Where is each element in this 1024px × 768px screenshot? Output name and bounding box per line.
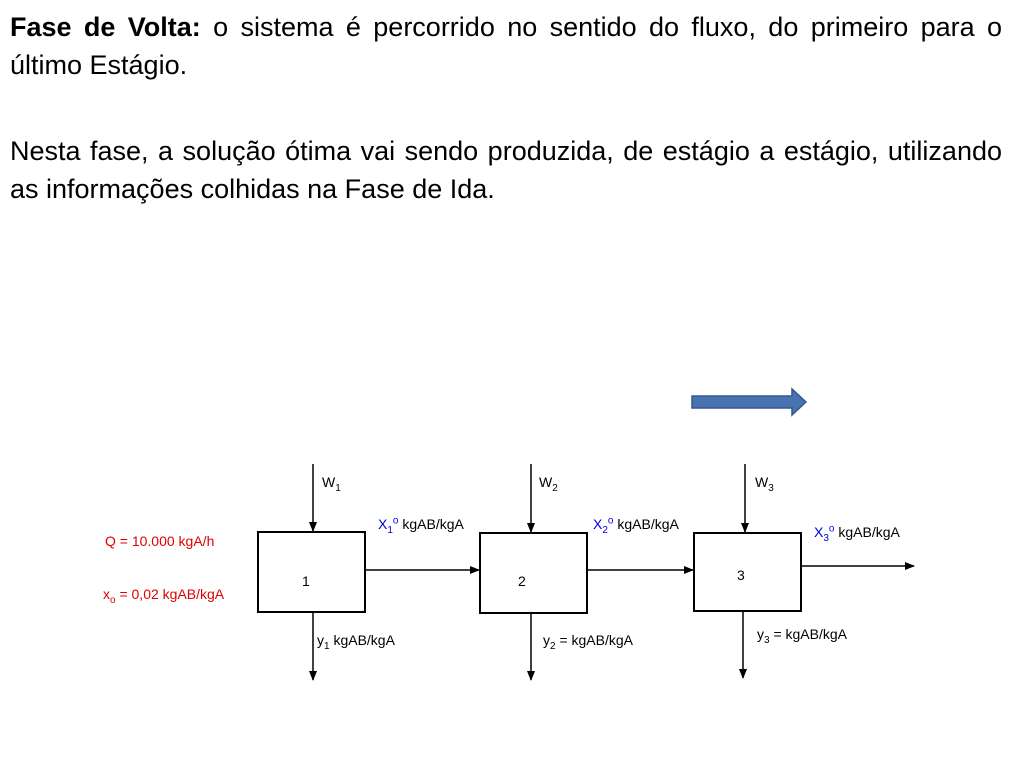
w2-var: W <box>539 474 553 490</box>
y1-sub: 1 <box>324 640 330 652</box>
w1-label: W1 <box>322 474 341 493</box>
feed-x-var: x <box>103 586 110 602</box>
x1-var: X <box>378 516 388 532</box>
feed-x-label: xo = 0,02 kgAB/kgA <box>103 586 225 605</box>
x1-unit: kgAB/kgA <box>398 516 464 532</box>
w3-sub: 3 <box>768 482 774 494</box>
x3-unit: kgAB/kgA <box>834 524 900 540</box>
paragraph-intro-text: o sistema é percorrido no sentido do flu… <box>10 12 1002 80</box>
x2-unit: kgAB/kgA <box>613 516 679 532</box>
y2-rest: = kgAB/kgA <box>555 632 633 648</box>
y2-sub: 2 <box>550 640 556 652</box>
paragraph-intro: Fase de Volta: o sistema é percorrido no… <box>10 8 1002 84</box>
flow-direction-arrow <box>691 387 808 417</box>
y1-var: y <box>317 632 324 648</box>
w3-label: W3 <box>755 474 774 493</box>
stage-3-number: 3 <box>737 567 745 583</box>
y3-sub: 3 <box>764 634 770 646</box>
x3-var: X <box>814 524 824 540</box>
stage-2-box <box>479 532 588 614</box>
feed-x-rest: = 0,02 kgAB/kgA <box>115 586 225 602</box>
paragraph-detail: Nesta fase, a solução ótima vai sendo pr… <box>10 136 1002 204</box>
heading-fase-de-volta: Fase de Volta: <box>10 12 201 42</box>
stage-1-number: 1 <box>302 573 310 589</box>
y3-label: y3 = kgAB/kgA <box>757 626 847 645</box>
x1-label: X1o kgAB/kgA <box>378 515 464 535</box>
x1-sub: 1 <box>387 524 393 536</box>
w3-var: W <box>755 474 769 490</box>
x2-label: X2o kgAB/kgA <box>593 515 679 535</box>
feed-x-sub: o <box>110 594 116 606</box>
w1-sub: 1 <box>335 482 341 494</box>
w2-label: W2 <box>539 474 558 493</box>
x3-label: X3o kgAB/kgA <box>814 523 900 543</box>
y2-var: y <box>543 632 550 648</box>
x2-sub: 2 <box>602 524 608 536</box>
y1-rest: kgAB/kgA <box>329 632 395 648</box>
y3-rest: = kgAB/kgA <box>769 626 847 642</box>
x3-sup: o <box>828 523 835 535</box>
y3-var: y <box>757 626 764 642</box>
stage-3-box <box>693 532 802 612</box>
y2-label: y2 = kgAB/kgA <box>543 632 633 651</box>
x2-var: X <box>593 516 603 532</box>
stage-1-box <box>257 531 366 613</box>
w1-var: W <box>322 474 336 490</box>
x1-sup: o <box>392 515 399 527</box>
w2-sub: 2 <box>552 482 558 494</box>
stage-2-number: 2 <box>518 573 526 589</box>
y1-label: y1 kgAB/kgA <box>317 632 395 651</box>
x2-sup: o <box>607 515 614 527</box>
feed-q-label: Q = 10.000 kgA/h <box>105 533 215 549</box>
x3-sub: 3 <box>823 532 829 544</box>
